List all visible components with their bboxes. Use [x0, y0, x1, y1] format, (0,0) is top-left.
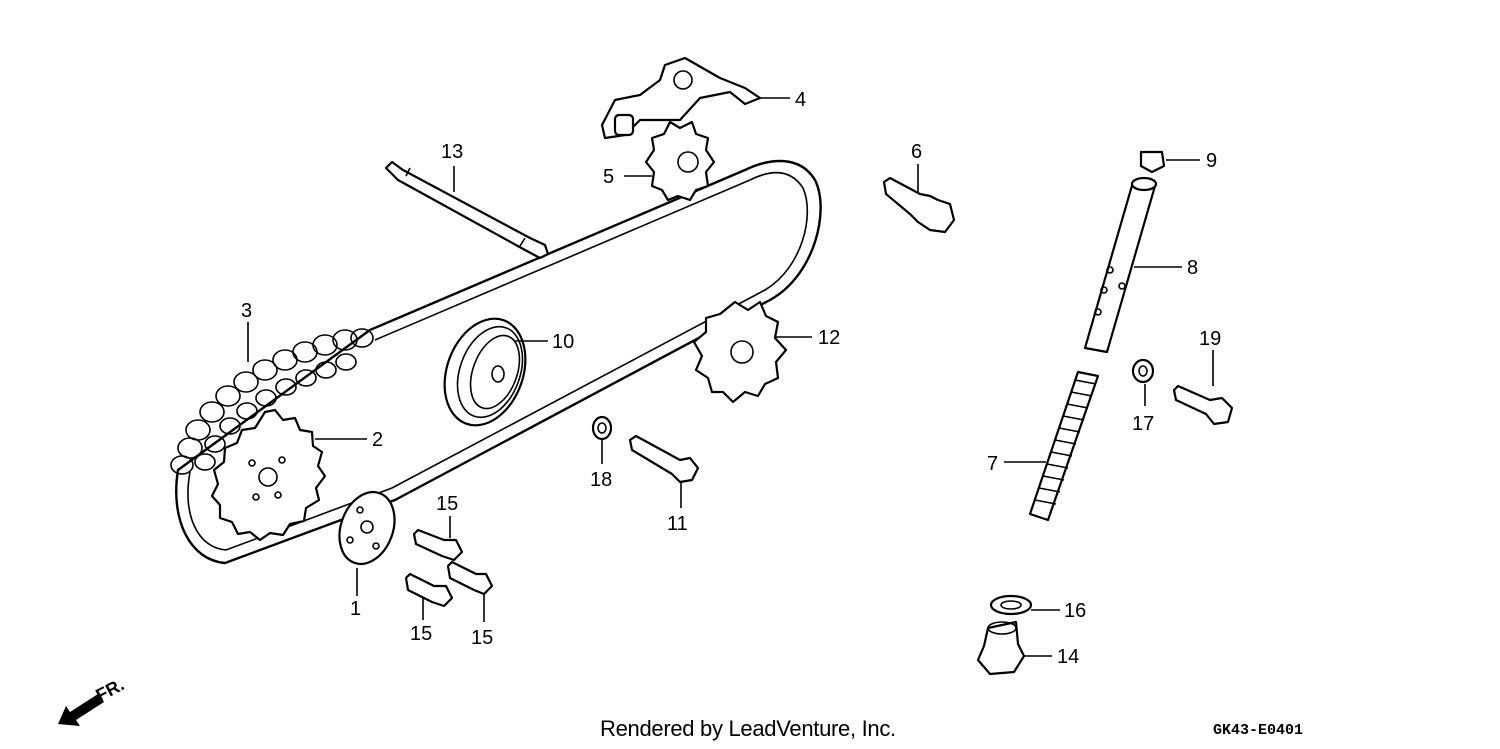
- callout-6: 6: [911, 141, 922, 163]
- lower-guide-sprocket[interactable]: [692, 300, 788, 404]
- tensioner-push-rod[interactable]: [1083, 176, 1158, 354]
- washer-17[interactable]: [1131, 358, 1155, 384]
- guide-roller[interactable]: [430, 307, 539, 436]
- callout-11: 11: [667, 513, 688, 535]
- callout-17: 17: [1132, 413, 1154, 435]
- bolt-11[interactable]: [628, 434, 700, 484]
- callout-14: 14: [1057, 646, 1079, 668]
- callout-16: 16: [1064, 600, 1086, 622]
- bolt-15-c[interactable]: [446, 560, 494, 596]
- tensioner-spring[interactable]: [1028, 370, 1100, 522]
- callout-labels: 1 2 3 4 5 6 7 8 9 10 11 12 13 14 15 15 1…: [241, 89, 1221, 668]
- callout-15-a: 15: [436, 493, 458, 515]
- callout-8: 8: [1187, 257, 1198, 279]
- bolt-6[interactable]: [882, 176, 956, 234]
- callout-7: 7: [987, 453, 998, 475]
- callout-3: 3: [241, 300, 252, 322]
- cam-chain[interactable]: [170, 159, 822, 565]
- sealing-washer[interactable]: [989, 594, 1033, 616]
- front-direction-marker: FR.: [58, 674, 127, 726]
- bolt-15-a[interactable]: [412, 528, 464, 562]
- tensioner-sprocket[interactable]: [644, 120, 716, 202]
- tensioner-arm[interactable]: [600, 56, 762, 140]
- callout-4: 4: [795, 89, 806, 111]
- roller-shaft[interactable]: [384, 160, 550, 260]
- callout-1: 1: [350, 598, 361, 620]
- callout-10: 10: [552, 331, 574, 353]
- callout-5: 5: [603, 166, 614, 188]
- sprocket-plate[interactable]: [330, 484, 404, 571]
- callout-19: 19: [1199, 328, 1221, 350]
- callout-15-b: 15: [410, 623, 432, 645]
- callout-2: 2: [372, 429, 383, 451]
- plug-bolt[interactable]: [976, 620, 1026, 676]
- bolt-15-b[interactable]: [404, 572, 454, 608]
- washer-18[interactable]: [591, 415, 613, 441]
- render-credit: Rendered by LeadVenture, Inc.: [600, 716, 896, 741]
- leader-lines: [247, 97, 1214, 657]
- bolt-19[interactable]: [1172, 384, 1234, 426]
- front-arrow-icon: [58, 694, 104, 726]
- diagram-code: GK43-E0401: [1213, 722, 1304, 739]
- rod-cap[interactable]: [1139, 150, 1166, 174]
- callout-12: 12: [818, 327, 840, 349]
- callout-9: 9: [1206, 150, 1217, 172]
- callout-13: 13: [441, 141, 463, 163]
- callout-15-c: 15: [471, 627, 493, 649]
- timing-sprocket[interactable]: [210, 408, 327, 542]
- callout-18: 18: [590, 469, 612, 491]
